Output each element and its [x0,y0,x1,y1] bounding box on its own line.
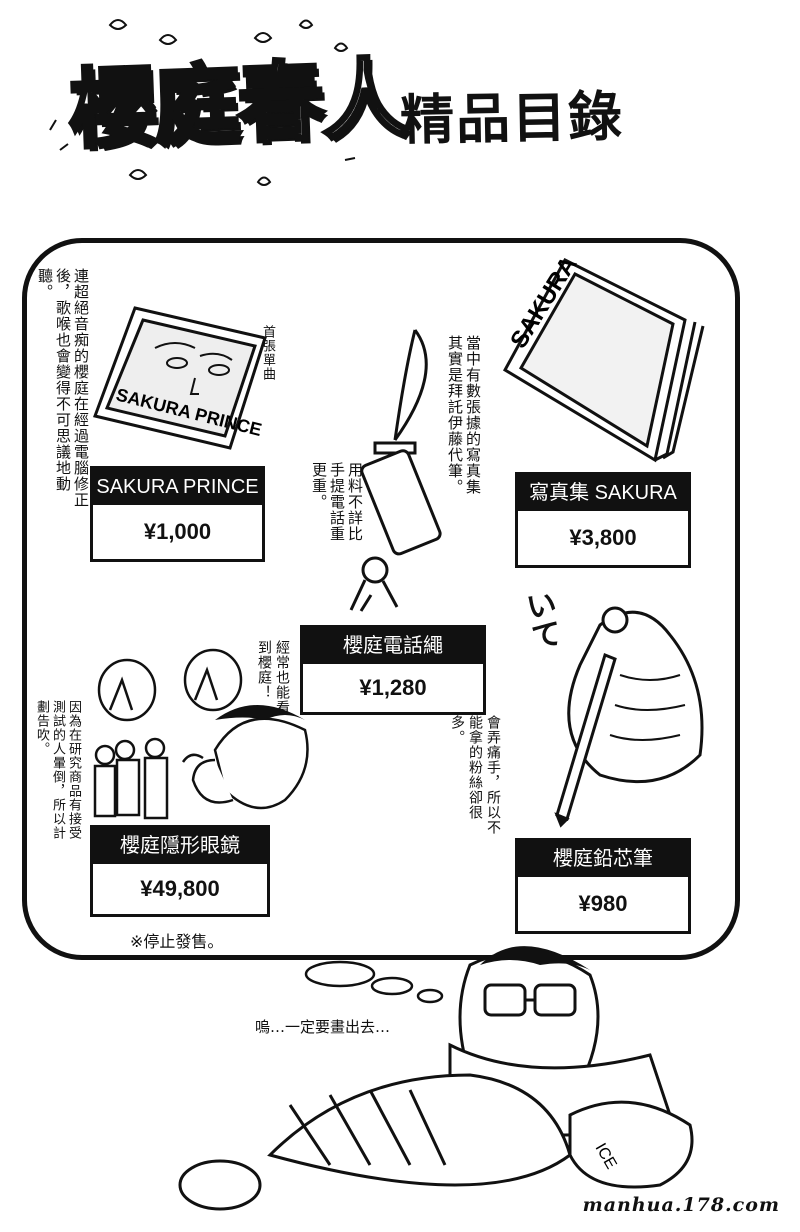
product-name: SAKURA PRINCE [93,469,262,505]
phone-strap-illustration [349,329,442,612]
photobook-illustration: SAKURA [502,252,705,463]
catalog-frame [22,238,740,960]
product-card-pencil[interactable]: 櫻庭鉛芯筆 ¥980 [515,838,691,934]
thought-bubble [304,960,444,1004]
product-card-contact-lens[interactable]: 櫻庭隱形眼鏡 ¥49,800 [90,825,270,917]
watermark: manhua.178.com [582,1194,780,1216]
product-card-sakura-prince[interactable]: SAKURA PRINCE ¥1,000 [90,466,265,562]
product-price: ¥1,000 [143,519,212,544]
product-name: 寫真集 SAKURA [518,475,688,511]
product-name: 櫻庭電話繩 [303,628,483,664]
pencil-note: 會弄痛手，所以不能拿的粉絲卻很多。 [449,715,501,835]
photobook-note: 當中有數張據的寫真集其實是拜託伊藤代筆。 [446,335,482,495]
product-name: 櫻庭鉛芯筆 [518,841,688,877]
product-name: 櫻庭隱形眼鏡 [93,828,267,864]
cd-illustration: SAKURA PRINCE [93,306,267,450]
cd-caption: 首張單曲 [260,325,275,381]
product-card-phone-strap[interactable]: 櫻庭電話繩 ¥1,280 [300,625,486,715]
pencil-illustration [554,606,704,828]
product-price: ¥980 [578,891,628,916]
strap-note: 用料不詳比手提電話重更重。 [310,462,364,542]
lens-note: 因為在研究商品有接受測試的人暈倒，所以計劃告吹。 [34,700,81,840]
product-price: ¥49,800 [140,876,220,901]
lens-bubble: 經常也能看到櫻庭！ [256,640,290,715]
petal-decoration [49,19,356,186]
sleeping-man-illustration: ICE [178,946,694,1211]
contact-lens-illustration [93,648,309,820]
cd-note: 連超絕音痴的櫻庭在經過電腦修正後，歌喉也會變得不可思議地動聽。 [36,268,90,508]
product-price: ¥3,800 [569,525,637,550]
discontinued-note: ※停止發售。 [130,932,224,951]
dream-text: 嗚…一定要畫出去… [255,1018,391,1036]
product-card-photobook[interactable]: 寫真集 SAKURA ¥3,800 [515,472,691,568]
product-price: ¥1,280 [359,675,427,700]
